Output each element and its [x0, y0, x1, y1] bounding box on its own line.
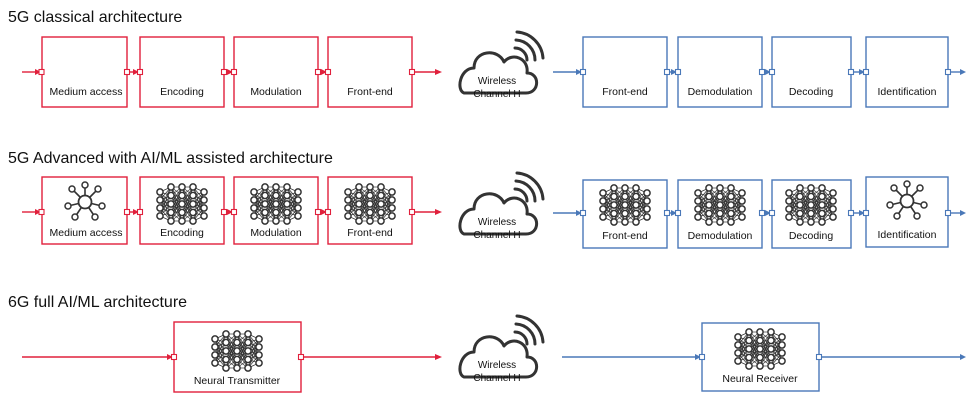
hub-network-icon: [64, 181, 106, 221]
block-label: Medium access: [50, 227, 123, 239]
block-label: Identification: [878, 86, 937, 98]
channel-label-line2: Channel H: [473, 230, 520, 241]
rx-block-front-end: Front-end: [582, 36, 668, 108]
neural-network-icon: [785, 184, 837, 226]
rx-connectors-row-1: [553, 68, 966, 76]
block-label: Front-end: [602, 230, 648, 242]
rx-block-decoding: Decoding: [771, 36, 852, 108]
tx-block-neural-transmitter: Neural Transmitter: [173, 321, 302, 393]
block-label: Encoding: [160, 86, 204, 98]
tx-block-encoding: Encoding: [139, 36, 225, 108]
rx-block-demodulation: Demodulation: [677, 36, 763, 108]
block-label: Front-end: [347, 86, 393, 98]
block-label: Demodulation: [688, 86, 753, 98]
tx-block-medium-access: Medium access: [41, 36, 128, 108]
rx-block-identification: Identification: [865, 36, 949, 108]
rx-connectors-row-3: [562, 353, 966, 361]
rx-connectors-row-2: [553, 209, 966, 217]
block-label: Medium access: [50, 86, 123, 98]
tx-block-modulation-ai: Modulation: [233, 176, 319, 245]
neural-network-icon: [694, 184, 746, 226]
neural-network-icon: [599, 184, 651, 226]
wireless-channel-cloud-icon: Wireless Channel H: [458, 314, 545, 384]
neural-network-icon: [211, 330, 263, 372]
rx-block-front-end-ai: Front-end: [582, 179, 668, 249]
tx-block-front-end-ai: Front-end: [327, 176, 413, 245]
block-label: Modulation: [250, 86, 302, 98]
block-label: Neural Receiver: [722, 373, 798, 385]
block-label: Modulation: [250, 227, 302, 239]
wireless-channel-cloud-icon: Wireless Channel H: [458, 171, 545, 241]
channel-label-line2: Channel H: [473, 89, 520, 100]
block-label: Neural Transmitter: [194, 375, 281, 387]
row-title-5g-advanced: 5G Advanced with AI/ML assisted architec…: [8, 150, 333, 167]
rx-block-decoding-ai: Decoding: [771, 179, 852, 249]
tx-block-medium-access-ai: Medium access: [41, 176, 128, 245]
channel-label-line1: Wireless: [478, 360, 516, 371]
block-label: Front-end: [602, 86, 648, 98]
tx-connectors-row-1: [22, 68, 442, 76]
tx-block-modulation: Modulation: [233, 36, 319, 108]
row-title-5g-classical: 5G classical architecture: [8, 9, 182, 26]
wireless-channel-cloud-icon: Wireless Channel H: [458, 30, 545, 100]
channel-label-line2: Channel H: [473, 373, 520, 384]
row-title-6g-full: 6G full AI/ML architecture: [8, 294, 187, 311]
channel-label-line1: Wireless: [478, 76, 516, 87]
tx-connectors-row-2: [22, 208, 442, 216]
neural-network-icon: [250, 183, 302, 225]
tx-connectors-row-3: [22, 353, 442, 361]
tx-block-encoding-ai: Encoding: [139, 176, 225, 245]
block-label: Front-end: [347, 227, 393, 239]
rx-block-demodulation-ai: Demodulation: [677, 179, 763, 249]
neural-network-icon: [156, 183, 208, 225]
block-label: Demodulation: [688, 230, 753, 242]
neural-network-icon: [734, 328, 786, 370]
block-label: Decoding: [789, 86, 834, 98]
block-label: Decoding: [789, 230, 834, 242]
tx-block-front-end: Front-end: [327, 36, 413, 108]
block-label: Identification: [878, 229, 937, 241]
rx-block-neural-receiver: Neural Receiver: [701, 322, 820, 392]
channel-label-line1: Wireless: [478, 217, 516, 228]
block-label: Encoding: [160, 227, 204, 239]
hub-network-icon: [886, 180, 928, 220]
rx-block-identification-ai: Identification: [865, 176, 949, 248]
neural-network-icon: [344, 183, 396, 225]
